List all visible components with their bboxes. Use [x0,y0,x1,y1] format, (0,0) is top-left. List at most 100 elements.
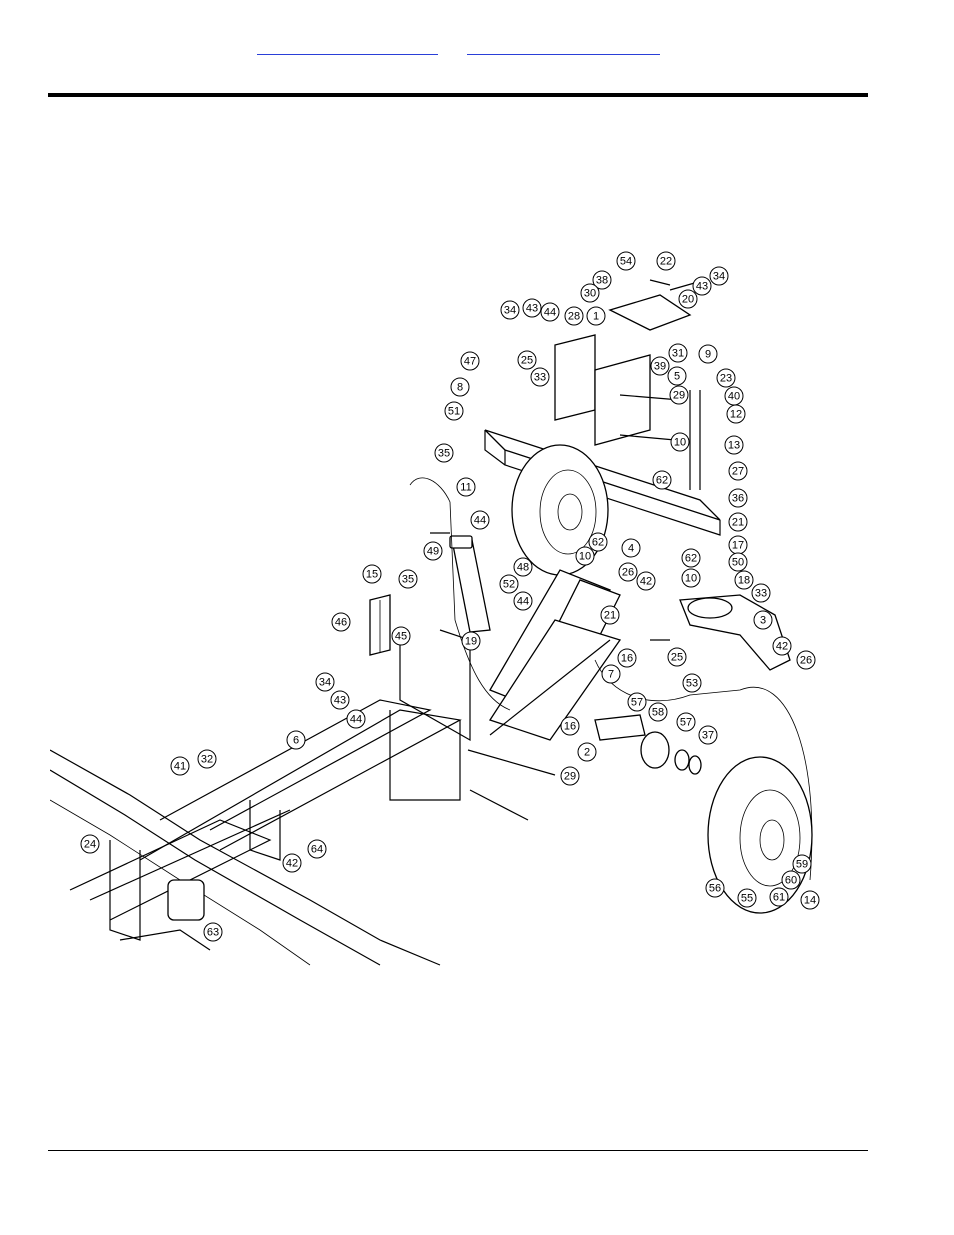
callout-number: 34 [713,271,725,283]
callout-bubble [500,300,520,320]
callout-number: 30 [584,288,596,300]
callout-5: 5 [667,366,687,386]
callout-number: 50 [732,557,744,569]
callout-30: 30 [580,283,600,303]
callout-bubble [716,368,736,388]
callout-number: 10 [685,573,697,585]
grouping-loops [409,477,813,881]
callout-bubble [513,557,533,577]
callout-number: 28 [568,311,580,323]
callout-bubble [636,571,656,591]
callout-number: 24 [84,839,96,851]
callout-bubble [286,730,306,750]
callout-bubble [450,377,470,397]
callout-34: 34 [500,300,520,320]
callout-32: 32 [197,749,217,769]
callout-number: 33 [534,372,546,384]
callout-number: 57 [680,717,692,729]
callout-bubble [560,766,580,786]
callout-bubble [681,568,701,588]
callout-62: 62 [681,548,701,568]
callout-number: 4 [628,543,634,555]
callout-3: 3 [753,610,773,630]
callout-9: 9 [698,344,718,364]
callout-38: 38 [592,270,612,290]
callout-7: 7 [601,664,621,684]
callout-number: 42 [286,858,298,870]
cylinder-52 [449,535,491,633]
callout-39: 39 [650,356,670,376]
callout-number: 56 [709,883,721,895]
callout-number: 22 [660,256,672,268]
callout-15: 15 [362,564,382,584]
callout-number: 13 [728,440,740,452]
callout-1: 1 [586,306,606,326]
callout-number: 3 [760,615,766,627]
callout-bubble [560,716,580,736]
callout-bubble [627,692,647,712]
callout-bubble [650,356,670,376]
callout-number: 10 [579,551,591,563]
callout-bubble [669,385,689,405]
callout-number: 14 [804,895,816,907]
callout-bubble [203,922,223,942]
callout-number: 42 [776,641,788,653]
callout-bubble [618,562,638,582]
callout-36: 36 [728,488,748,508]
callout-number: 43 [334,695,346,707]
callout-52: 52 [499,574,519,594]
callout-number: 44 [517,596,529,608]
callout-20: 20 [678,289,698,309]
nav-link-1[interactable] [257,40,438,55]
callout-number: 52 [503,579,515,591]
callout-number: 45 [395,631,407,643]
callout-bubble [601,664,621,684]
callout-number: 49 [427,546,439,558]
callout-35: 35 [398,569,418,589]
callout-bubble [513,591,533,611]
callout-number: 32 [201,754,213,766]
callout-4: 4 [621,538,641,558]
callout-number: 39 [654,361,666,373]
u-bolt-63 [167,879,205,921]
callout-number: 42 [640,576,652,588]
callout-bubble [724,435,744,455]
callout-bubble [667,647,687,667]
callout-bubble [540,302,560,322]
nav-link-2[interactable] [467,40,660,55]
callout-bubble [346,709,366,729]
callout-10: 10 [681,568,701,588]
callout-bubble [728,461,748,481]
callout-59: 59 [792,854,812,874]
callout-number: 19 [465,636,477,648]
callout-number: 55 [741,893,753,905]
hub-assembly [594,714,702,775]
callout-number: 21 [732,517,744,529]
callout-number: 40 [728,391,740,403]
callout-number: 35 [438,448,450,460]
callout-21: 21 [728,512,748,532]
callout-bubble [753,610,773,630]
callout-bubble [705,878,725,898]
callout-bubble [592,270,612,290]
callout-12: 12 [726,404,746,424]
callout-number: 26 [622,567,634,579]
header-rule [48,93,868,97]
callout-number: 10 [674,437,686,449]
callout-bubble [734,570,754,590]
callout-bubble [751,583,771,603]
callout-number: 37 [702,730,714,742]
callout-number: 5 [674,371,680,383]
callout-number: 33 [755,588,767,600]
callout-2: 2 [577,742,597,762]
callout-bubble [781,870,801,890]
callout-33: 33 [751,583,771,603]
callout-bubble [617,648,637,668]
callout-number: 23 [720,373,732,385]
callout-44: 44 [540,302,560,322]
callout-53: 53 [682,673,702,693]
callout-number: 2 [584,747,590,759]
callout-number: 38 [596,275,608,287]
callout-number: 15 [366,569,378,581]
bolts [430,394,681,821]
